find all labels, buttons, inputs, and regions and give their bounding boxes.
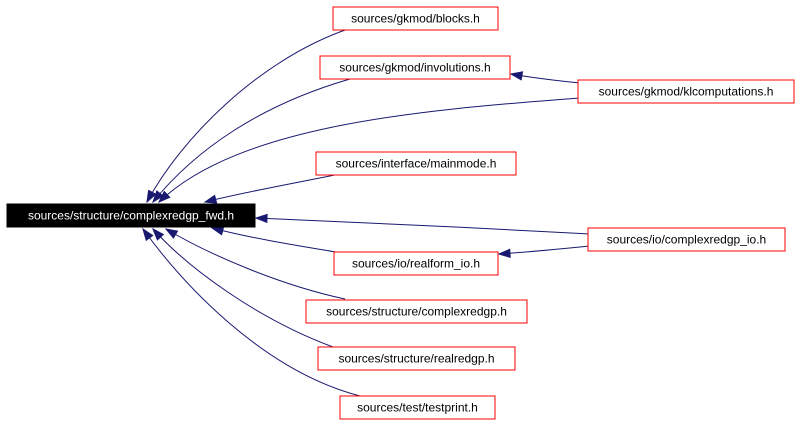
edge-line — [255, 217, 591, 235]
edge-realform-to-root — [210, 226, 337, 253]
edge-line — [211, 227, 337, 253]
node-complexio[interactable]: sources/io/complexredgp_io.h — [587, 227, 786, 252]
edge-blocks-to-root — [146, 28, 349, 204]
node-testprint[interactable]: sources/test/testprint.h — [339, 395, 496, 420]
node-label: sources/interface/mainmode.h — [336, 157, 497, 171]
node-label: sources/gkmod/klcomputations.h — [599, 85, 774, 99]
edge-klcomp-to-involutions — [509, 71, 581, 84]
node-realredgp[interactable]: sources/structure/realredgp.h — [317, 346, 516, 371]
node-realform[interactable]: sources/io/realform_io.h — [333, 251, 499, 276]
edge-arrowhead — [164, 228, 179, 239]
edge-arrowhead — [210, 226, 225, 236]
edge-line — [158, 97, 581, 203]
node-label: sources/io/realform_io.h — [352, 257, 480, 271]
edge-line — [498, 245, 591, 255]
nodes-layer: sources/structure/complexredgp_fwd.hsour… — [6, 6, 795, 420]
node-box — [339, 395, 496, 420]
edge-arrowhead — [146, 189, 157, 204]
edge-involutions-to-root — [152, 78, 351, 204]
node-box — [319, 55, 511, 80]
root-node[interactable]: sources/structure/complexredgp_fwd.h — [6, 203, 256, 228]
node-label: sources/structure/realredgp.h — [338, 352, 494, 366]
edge-complexio-to-root — [254, 213, 591, 235]
node-complexredgp[interactable]: sources/structure/complexredgp.h — [305, 299, 528, 324]
node-blocks[interactable]: sources/gkmod/blocks.h — [332, 6, 499, 31]
edge-arrowhead — [152, 227, 165, 241]
node-label: sources/io/complexredgp_io.h — [607, 233, 766, 247]
node-label: sources/gkmod/blocks.h — [351, 12, 480, 26]
node-label: sources/structure/complexredgp_fwd.h — [28, 209, 234, 223]
node-box — [305, 299, 528, 324]
node-box — [587, 227, 786, 252]
node-box — [315, 151, 517, 176]
edge-line — [152, 228, 334, 348]
edge-complexredgp-to-root — [164, 228, 346, 300]
node-label: sources/test/testprint.h — [357, 401, 478, 415]
node-klcomp[interactable]: sources/gkmod/klcomputations.h — [577, 79, 795, 104]
node-label: sources/gkmod/involutions.h — [339, 61, 490, 75]
edge-klcomp-to-root — [157, 97, 581, 204]
node-involutions[interactable]: sources/gkmod/involutions.h — [319, 55, 511, 80]
node-box — [333, 251, 499, 276]
edge-arrowhead — [203, 194, 218, 204]
edge-line — [142, 228, 361, 397]
node-box — [317, 346, 516, 371]
edge-line — [152, 78, 351, 203]
edge-line — [146, 28, 349, 203]
edge-complexio-to-realform — [497, 245, 591, 258]
node-box — [577, 79, 795, 104]
edge-arrowhead — [497, 248, 511, 258]
edge-line — [165, 228, 346, 300]
node-box — [6, 203, 256, 228]
node-label: sources/structure/complexredgp.h — [326, 305, 507, 319]
edge-mainmode-to-root — [203, 173, 341, 204]
edge-arrowhead — [254, 213, 268, 224]
edges-layer — [142, 28, 591, 397]
edge-arrowhead — [157, 190, 171, 204]
node-mainmode[interactable]: sources/interface/mainmode.h — [315, 151, 517, 176]
edge-line — [204, 173, 341, 203]
edge-testprint-to-root — [142, 227, 361, 397]
edge-arrowhead — [509, 71, 524, 81]
edge-arrowhead — [152, 190, 164, 204]
edge-arrowhead — [142, 227, 154, 242]
edge-realredgp-to-root — [152, 227, 334, 348]
node-box — [332, 6, 499, 31]
